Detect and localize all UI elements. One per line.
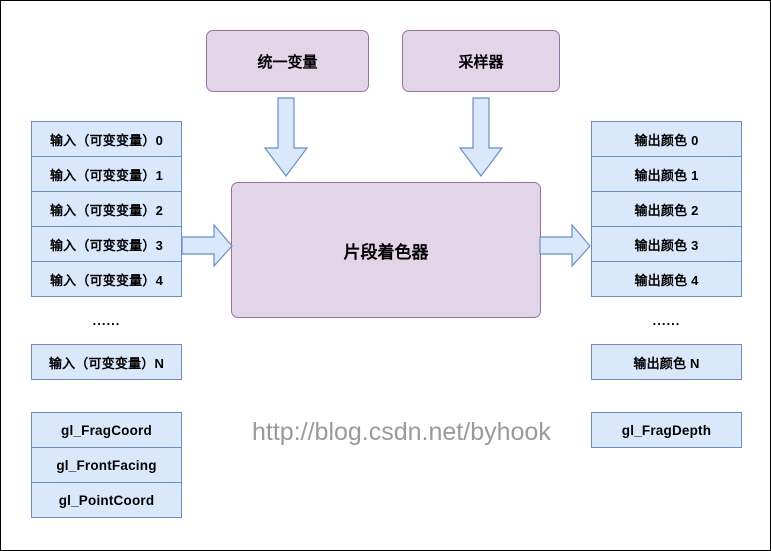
list-item[interactable]: 输出颜色 2 xyxy=(591,191,742,227)
inputs-stack: 输入（可变变量）0 输入（可变变量）1 输入（可变变量）2 输入（可变变量）3 … xyxy=(31,121,182,297)
shader-to-outputs-arrow xyxy=(539,223,591,268)
list-item[interactable]: 输出颜色 0 xyxy=(591,121,742,157)
list-item[interactable]: gl_FrontFacing xyxy=(31,447,182,483)
input-varying-n-label: 输入（可变变量）N xyxy=(48,355,165,371)
uniform-to-shader-arrow xyxy=(263,97,309,177)
list-item[interactable]: 输入（可变变量）3 xyxy=(31,226,182,262)
watermark-url: http://blog.csdn.net/byhook xyxy=(252,418,551,446)
builtin-inputs-stack: gl_FragCoord gl_FrontFacing gl_PointCoor… xyxy=(31,412,182,518)
output-color-0-label: 输出颜色 0 xyxy=(634,132,699,148)
gl-pointcoord-label: gl_PointCoord xyxy=(58,492,155,508)
output-color-3-label: 输出颜色 3 xyxy=(634,237,699,253)
output-color-1-label: 输出颜色 1 xyxy=(634,167,699,183)
output-color-2-label: 输出颜色 2 xyxy=(634,202,699,218)
list-item[interactable]: 输入（可变变量）1 xyxy=(31,156,182,192)
list-item[interactable]: 输入（可变变量）0 xyxy=(31,121,182,157)
node-sampler-label: 采样器 xyxy=(458,53,504,71)
input-varying-1-label: 输入（可变变量）1 xyxy=(49,167,164,183)
outputs-stack: 输出颜色 0 输出颜色 1 输出颜色 2 输出颜色 3 输出颜色 4 xyxy=(591,121,742,297)
output-color-n-label: 输出颜色 N xyxy=(633,355,700,371)
inputs-ellipsis: ...... xyxy=(92,313,121,328)
node-uniform-variables-label: 统一变量 xyxy=(257,53,318,71)
input-varying-n[interactable]: 输入（可变变量）N xyxy=(31,344,182,380)
input-varying-2-label: 输入（可变变量）2 xyxy=(49,202,164,218)
gl-fragcoord-label: gl_FragCoord xyxy=(61,422,152,438)
node-fragment-shader[interactable]: 片段着色器 xyxy=(231,182,541,318)
gl-fragdepth[interactable]: gl_FragDepth xyxy=(591,412,742,448)
node-fragment-shader-label: 片段着色器 xyxy=(343,242,429,262)
output-color-4-label: 输出颜色 4 xyxy=(634,272,699,288)
sampler-to-shader-arrow xyxy=(458,97,504,177)
list-item[interactable]: 输出颜色 3 xyxy=(591,226,742,262)
list-item[interactable]: gl_PointCoord xyxy=(31,482,182,518)
input-varying-3-label: 输入（可变变量）3 xyxy=(49,237,164,253)
list-item[interactable]: 输出颜色 4 xyxy=(591,261,742,297)
list-item[interactable]: gl_FragCoord xyxy=(31,412,182,448)
list-item[interactable]: 输出颜色 1 xyxy=(591,156,742,192)
input-varying-4-label: 输入（可变变量）4 xyxy=(49,272,164,288)
outputs-ellipsis: ...... xyxy=(652,313,681,328)
gl-fragdepth-label: gl_FragDepth xyxy=(621,422,712,438)
node-sampler[interactable]: 采样器 xyxy=(402,30,560,92)
node-uniform-variables[interactable]: 统一变量 xyxy=(206,30,369,92)
input-varying-0-label: 输入（可变变量）0 xyxy=(49,132,164,148)
list-item[interactable]: 输入（可变变量）2 xyxy=(31,191,182,227)
inputs-to-shader-arrow xyxy=(181,223,233,268)
list-item[interactable]: 输入（可变变量）4 xyxy=(31,261,182,297)
output-color-n[interactable]: 输出颜色 N xyxy=(591,344,742,380)
gl-frontfacing-label: gl_FrontFacing xyxy=(56,457,157,473)
